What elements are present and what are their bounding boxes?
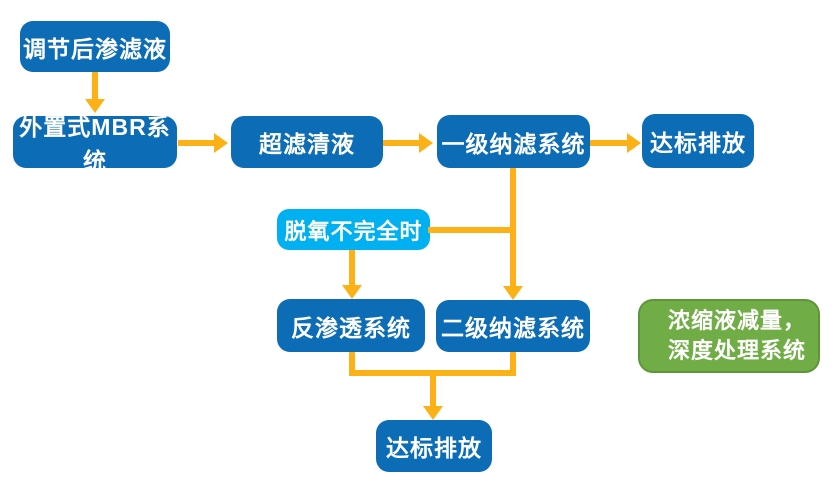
- arrow-merge-to-discharge-head: [423, 406, 443, 420]
- arrow-mbr-to-uf-shaft: [178, 140, 215, 146]
- line-merge-horizontal: [349, 370, 516, 376]
- note-concentrate-reduction-text: 浓缩液减量， 深度处理系统: [668, 306, 806, 366]
- note-line-1: 浓缩液减量，: [668, 308, 807, 333]
- note-line-2: 深度处理系统: [668, 338, 807, 363]
- arrow-nf1-to-nf2-head: [503, 286, 523, 300]
- node-nf-stage1-system: 一级纳滤系统: [437, 115, 590, 168]
- arrow-leachate-to-mbr-shaft: [92, 72, 98, 100]
- arrow-uf-to-nf1-shaft: [383, 140, 420, 146]
- node-discharge-standard-bottom: 达标排放: [376, 420, 492, 472]
- line-condition-to-nf2-branch: [428, 227, 514, 233]
- node-nf-stage2-system: 二级纳滤系统: [436, 300, 590, 352]
- node-adjusted-leachate: 调节后渗滤液: [20, 21, 170, 72]
- arrow-leachate-to-mbr-head: [85, 99, 105, 113]
- node-deoxygenation-incomplete: 脱氧不完全时: [277, 209, 430, 250]
- note-concentrate-reduction: 浓缩液减量， 深度处理系统: [638, 299, 820, 373]
- arrow-condition-to-ro-shaft: [349, 250, 355, 287]
- arrow-nf1-to-discharge-head: [627, 133, 641, 153]
- node-discharge-standard-top: 达标排放: [642, 114, 754, 168]
- arrow-nf1-to-discharge-shaft: [590, 140, 628, 146]
- arrow-uf-to-nf1-head: [419, 133, 433, 153]
- arrow-condition-to-ro-head: [342, 285, 362, 299]
- arrow-mbr-to-uf-head: [214, 133, 228, 153]
- node-external-mbr-system: 外置式MBR系统: [13, 114, 177, 174]
- line-nf2-down: [510, 352, 516, 376]
- arrow-merge-to-discharge-shaft: [430, 376, 436, 407]
- node-reverse-osmosis-system: 反渗透系统: [277, 299, 425, 352]
- node-uf-clear-liquid: 超滤清液: [231, 116, 383, 168]
- line-ro-down: [349, 352, 355, 376]
